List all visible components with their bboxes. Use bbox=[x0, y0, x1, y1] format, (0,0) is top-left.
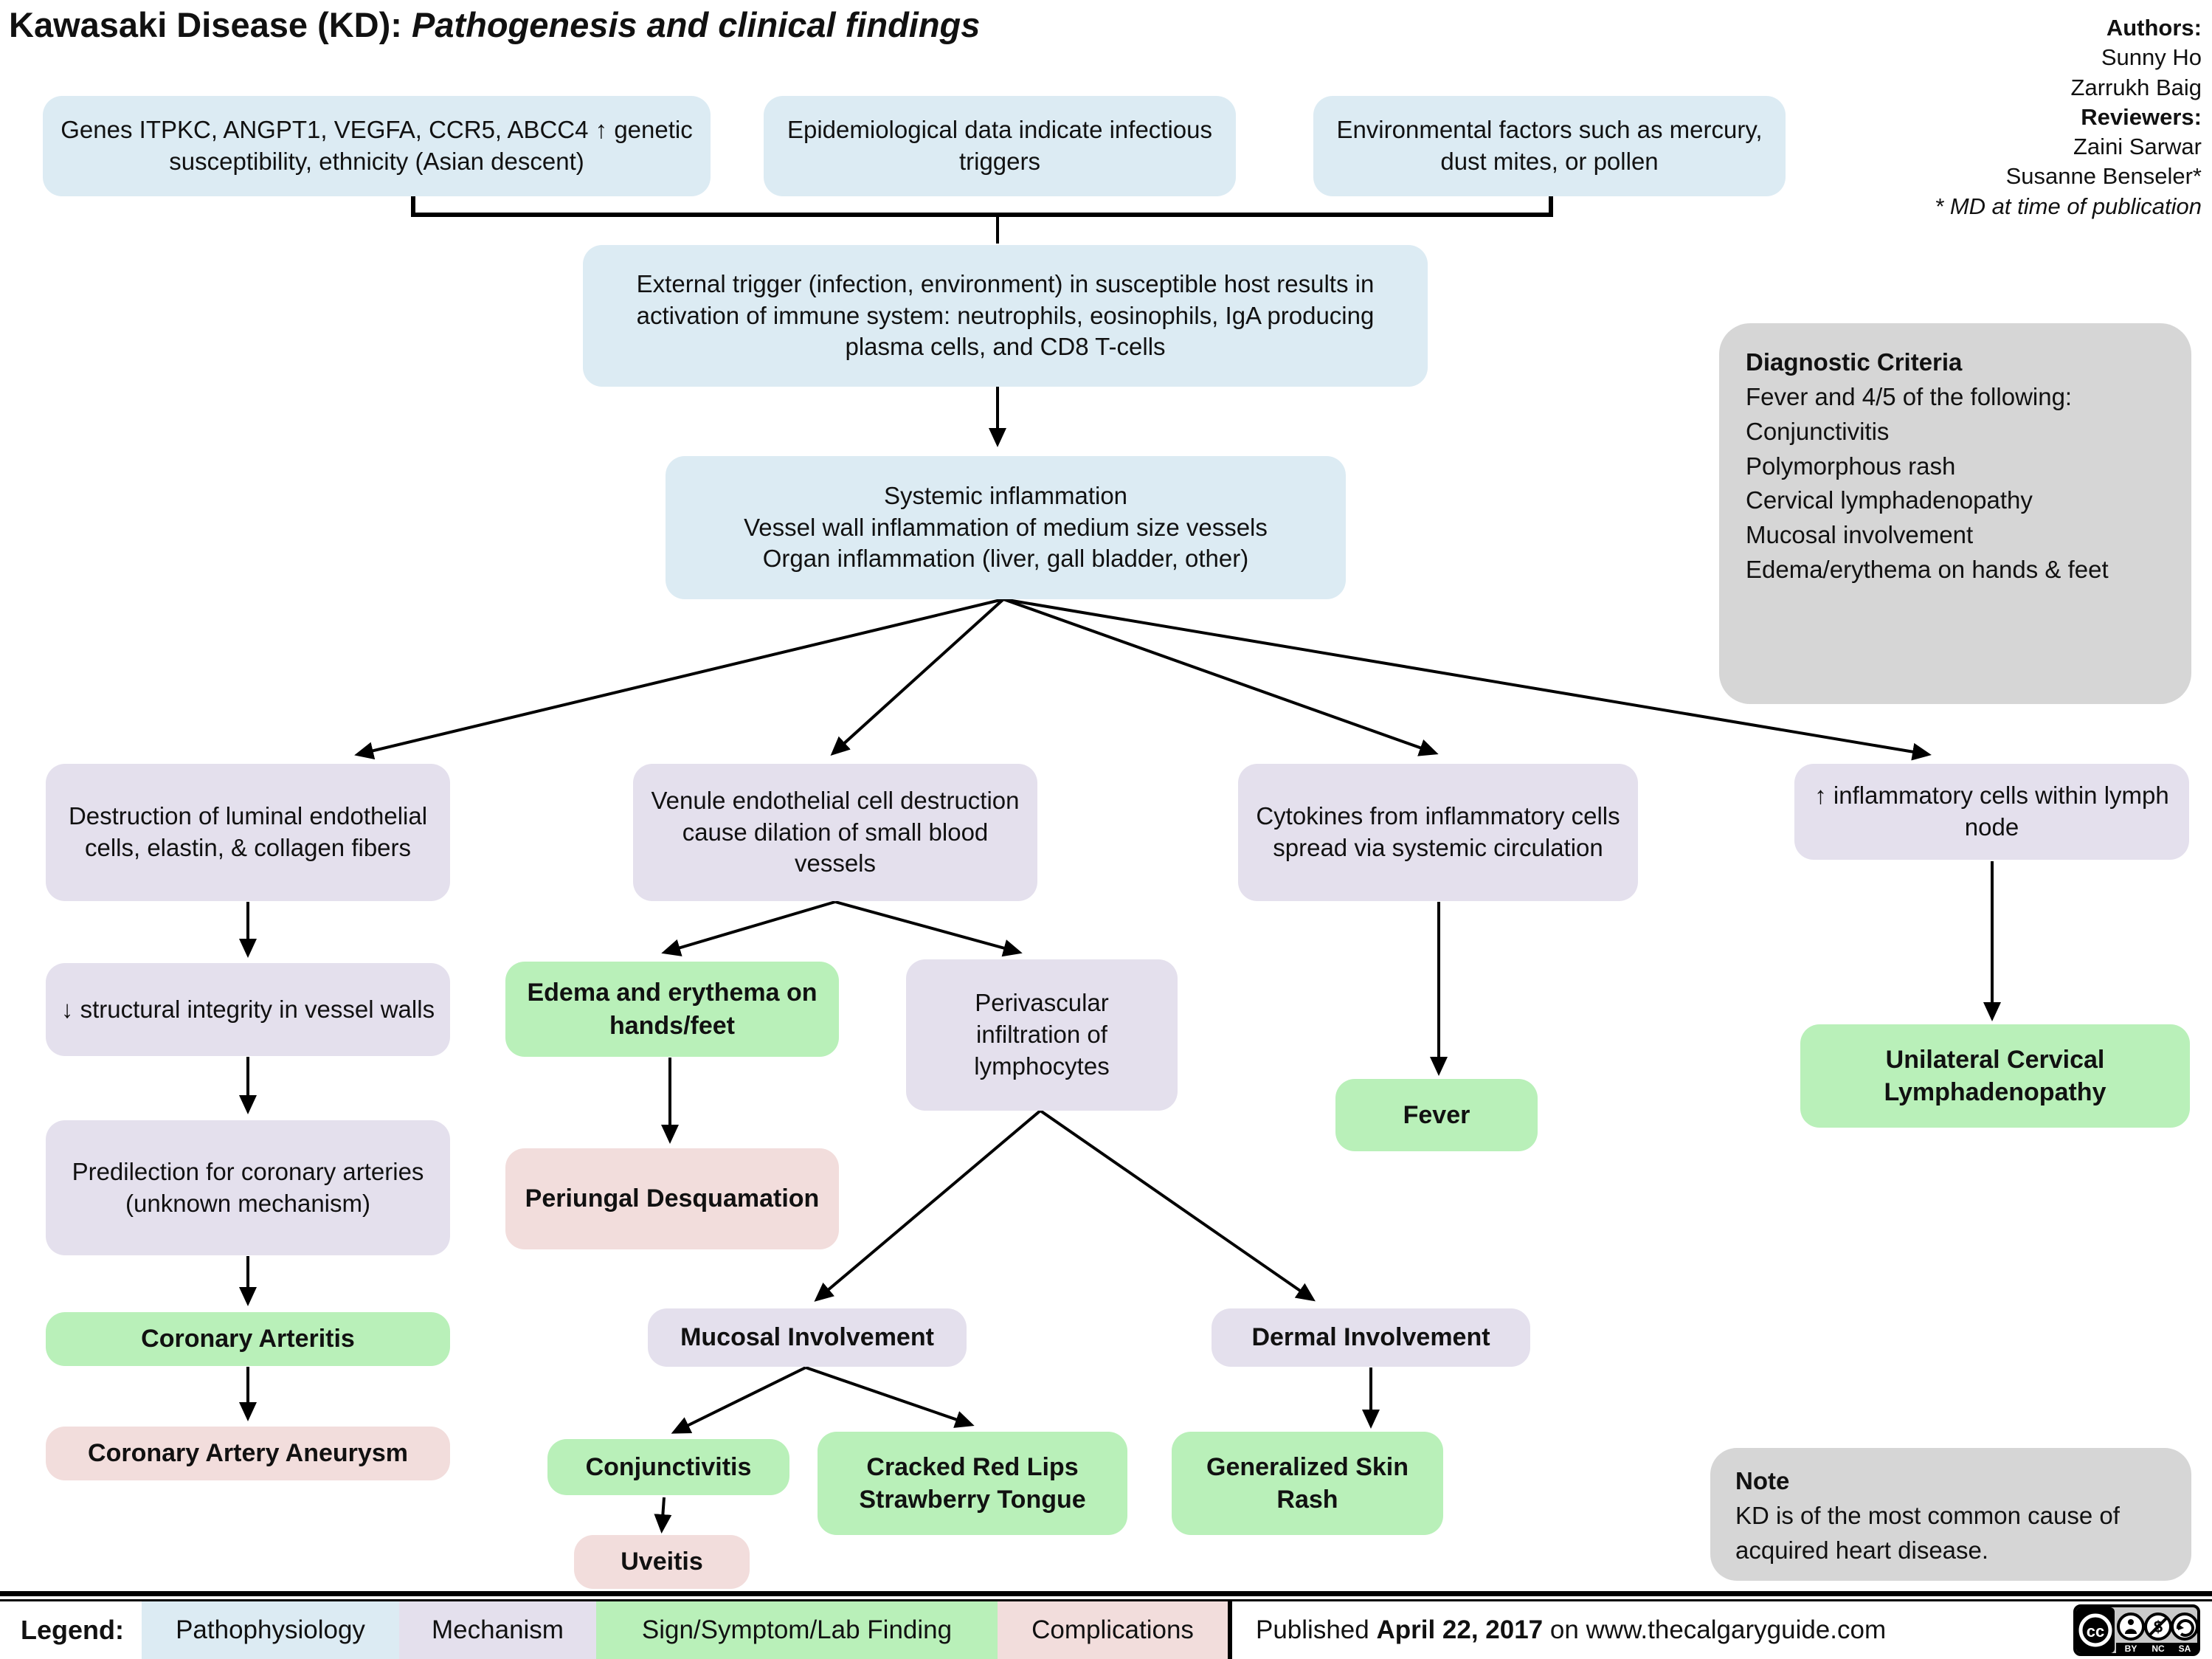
cracked-line: Cracked Red Lips bbox=[866, 1452, 1079, 1481]
cracked-line: Strawberry Tongue bbox=[859, 1486, 1086, 1514]
box-generalized-skin-rash: Generalized Skin Rash bbox=[1172, 1432, 1443, 1535]
box-genes: Genes ITPKC, ANGPT1, VEGFA, CCR5, ABCC4 … bbox=[43, 96, 711, 196]
cc-by-nc-sa-badge: cc $ BY NC SA bbox=[2073, 1604, 2200, 1656]
published-line: Published April 22, 2017 on www.thecalga… bbox=[1256, 1601, 1886, 1659]
diagnostic-line: Mucosal involvement bbox=[1746, 521, 1974, 549]
box-external-trigger: External trigger (infection, environment… bbox=[583, 245, 1428, 387]
reviewer-name: Zaini Sarwar bbox=[2073, 134, 2202, 160]
published-prefix: Published bbox=[1256, 1615, 1377, 1644]
diagnostic-title: Diagnostic Criteria bbox=[1746, 348, 1963, 376]
box-predilection-coronary: Predilection for coronary arteries (unkn… bbox=[46, 1120, 450, 1255]
diagnostic-line: Edema/erythema on hands & feet bbox=[1746, 556, 2109, 584]
systemic-line: Systemic inflammation bbox=[883, 481, 1128, 509]
legend-divider bbox=[1228, 1601, 1232, 1659]
systemic-line: Organ inflammation (liver, gall bladder,… bbox=[762, 545, 1249, 573]
legend-swatch-pathophysiology: Pathophysiology bbox=[142, 1601, 399, 1659]
box-cytokines: Cytokines from inflammatory cells spread… bbox=[1238, 764, 1638, 901]
author-name: Zarrukh Baig bbox=[2070, 74, 2202, 100]
box-uveitis: Uveitis bbox=[574, 1535, 750, 1589]
cc-sa-label: SA bbox=[2179, 1644, 2191, 1654]
box-epidemiological: Epidemiological data indicate infectious… bbox=[764, 96, 1236, 196]
svg-text:cc: cc bbox=[2087, 1622, 2104, 1641]
box-inflammatory-lymph-node: ↑ inflammatory cells within lymph node bbox=[1794, 764, 2189, 860]
authors-label: Authors: bbox=[2106, 15, 2202, 41]
page-title-main: Kawasaki Disease (KD): bbox=[9, 5, 412, 44]
box-mucosal-involvement: Mucosal Involvement bbox=[648, 1308, 967, 1367]
box-cracked-red-lips: Cracked Red Lips Strawberry Tongue bbox=[818, 1432, 1127, 1535]
legend-swatch-sign-symptom: Sign/Symptom/Lab Finding bbox=[596, 1601, 998, 1659]
reviewers-label: Reviewers: bbox=[2081, 103, 2202, 130]
note-panel: Note KD is of the most common cause of a… bbox=[1710, 1448, 2191, 1581]
box-systemic-inflammation: Systemic inflammation Vessel wall inflam… bbox=[666, 456, 1346, 599]
author-name: Sunny Ho bbox=[2101, 44, 2202, 71]
box-coronary-arteritis: Coronary Arteritis bbox=[46, 1312, 450, 1366]
box-structural-integrity: ↓ structural integrity in vessel walls bbox=[46, 963, 450, 1056]
diagnostic-criteria-panel: Diagnostic Criteria Fever and 4/5 of the… bbox=[1719, 323, 2191, 704]
box-coronary-aneurysm: Coronary Artery Aneurysm bbox=[46, 1427, 450, 1480]
legend-swatch-mechanism: Mechanism bbox=[399, 1601, 596, 1659]
box-edema-erythema: Edema and erythema on hands/feet bbox=[505, 962, 839, 1057]
box-conjunctivitis: Conjunctivitis bbox=[547, 1439, 789, 1495]
page-title-subtitle: Pathogenesis and clinical findings bbox=[411, 5, 981, 44]
footer-legend-bar: Legend: Pathophysiology Mechanism Sign/S… bbox=[0, 1601, 2212, 1659]
footer-divider-line bbox=[0, 1591, 2212, 1601]
diagnostic-line: Conjunctivitis bbox=[1746, 417, 1890, 445]
note-text: KD is of the most common cause of acquir… bbox=[1735, 1501, 2120, 1564]
box-fever: Fever bbox=[1335, 1079, 1538, 1151]
box-dermal-involvement: Dermal Involvement bbox=[1212, 1308, 1530, 1367]
cc-nc-label: NC bbox=[2151, 1644, 2165, 1654]
box-destruction-luminal: Destruction of luminal endothelial cells… bbox=[46, 764, 450, 901]
diagnostic-line: Cervical lymphadenopathy bbox=[1746, 486, 2033, 514]
box-perivascular-infiltration: Perivascular infiltration of lymphocytes bbox=[906, 959, 1178, 1111]
credits-footnote: * MD at time of publication bbox=[1935, 193, 2202, 219]
published-date: April 22, 2017 bbox=[1376, 1615, 1544, 1644]
note-title: Note bbox=[1735, 1467, 1790, 1494]
box-environmental: Environmental factors such as mercury, d… bbox=[1313, 96, 1786, 196]
legend-label: Legend: bbox=[21, 1615, 124, 1645]
systemic-line: Vessel wall inflammation of medium size … bbox=[744, 513, 1268, 541]
diagnostic-line: Polymorphous rash bbox=[1746, 452, 1956, 480]
reviewer-name: Susanne Benseler* bbox=[2005, 163, 2202, 190]
credits-block: Authors: Sunny Ho Zarrukh Baig Reviewers… bbox=[1788, 13, 2202, 221]
diagnostic-line: Fever and 4/5 of the following: bbox=[1746, 382, 2073, 410]
box-periungal-desquamation: Periungal Desquamation bbox=[505, 1148, 839, 1249]
legend-swatch-complications: Complications bbox=[998, 1601, 1228, 1659]
published-url: on www.thecalgaryguide.com bbox=[1543, 1615, 1887, 1644]
box-venule-destruction: Venule endothelial cell destruction caus… bbox=[633, 764, 1037, 901]
page-title: Kawasaki Disease (KD): Pathogenesis and … bbox=[9, 4, 980, 45]
cc-by-label: BY bbox=[2125, 1644, 2137, 1654]
box-unilateral-lymphadenopathy: Unilateral Cervical Lymphadenopathy bbox=[1800, 1024, 2190, 1128]
